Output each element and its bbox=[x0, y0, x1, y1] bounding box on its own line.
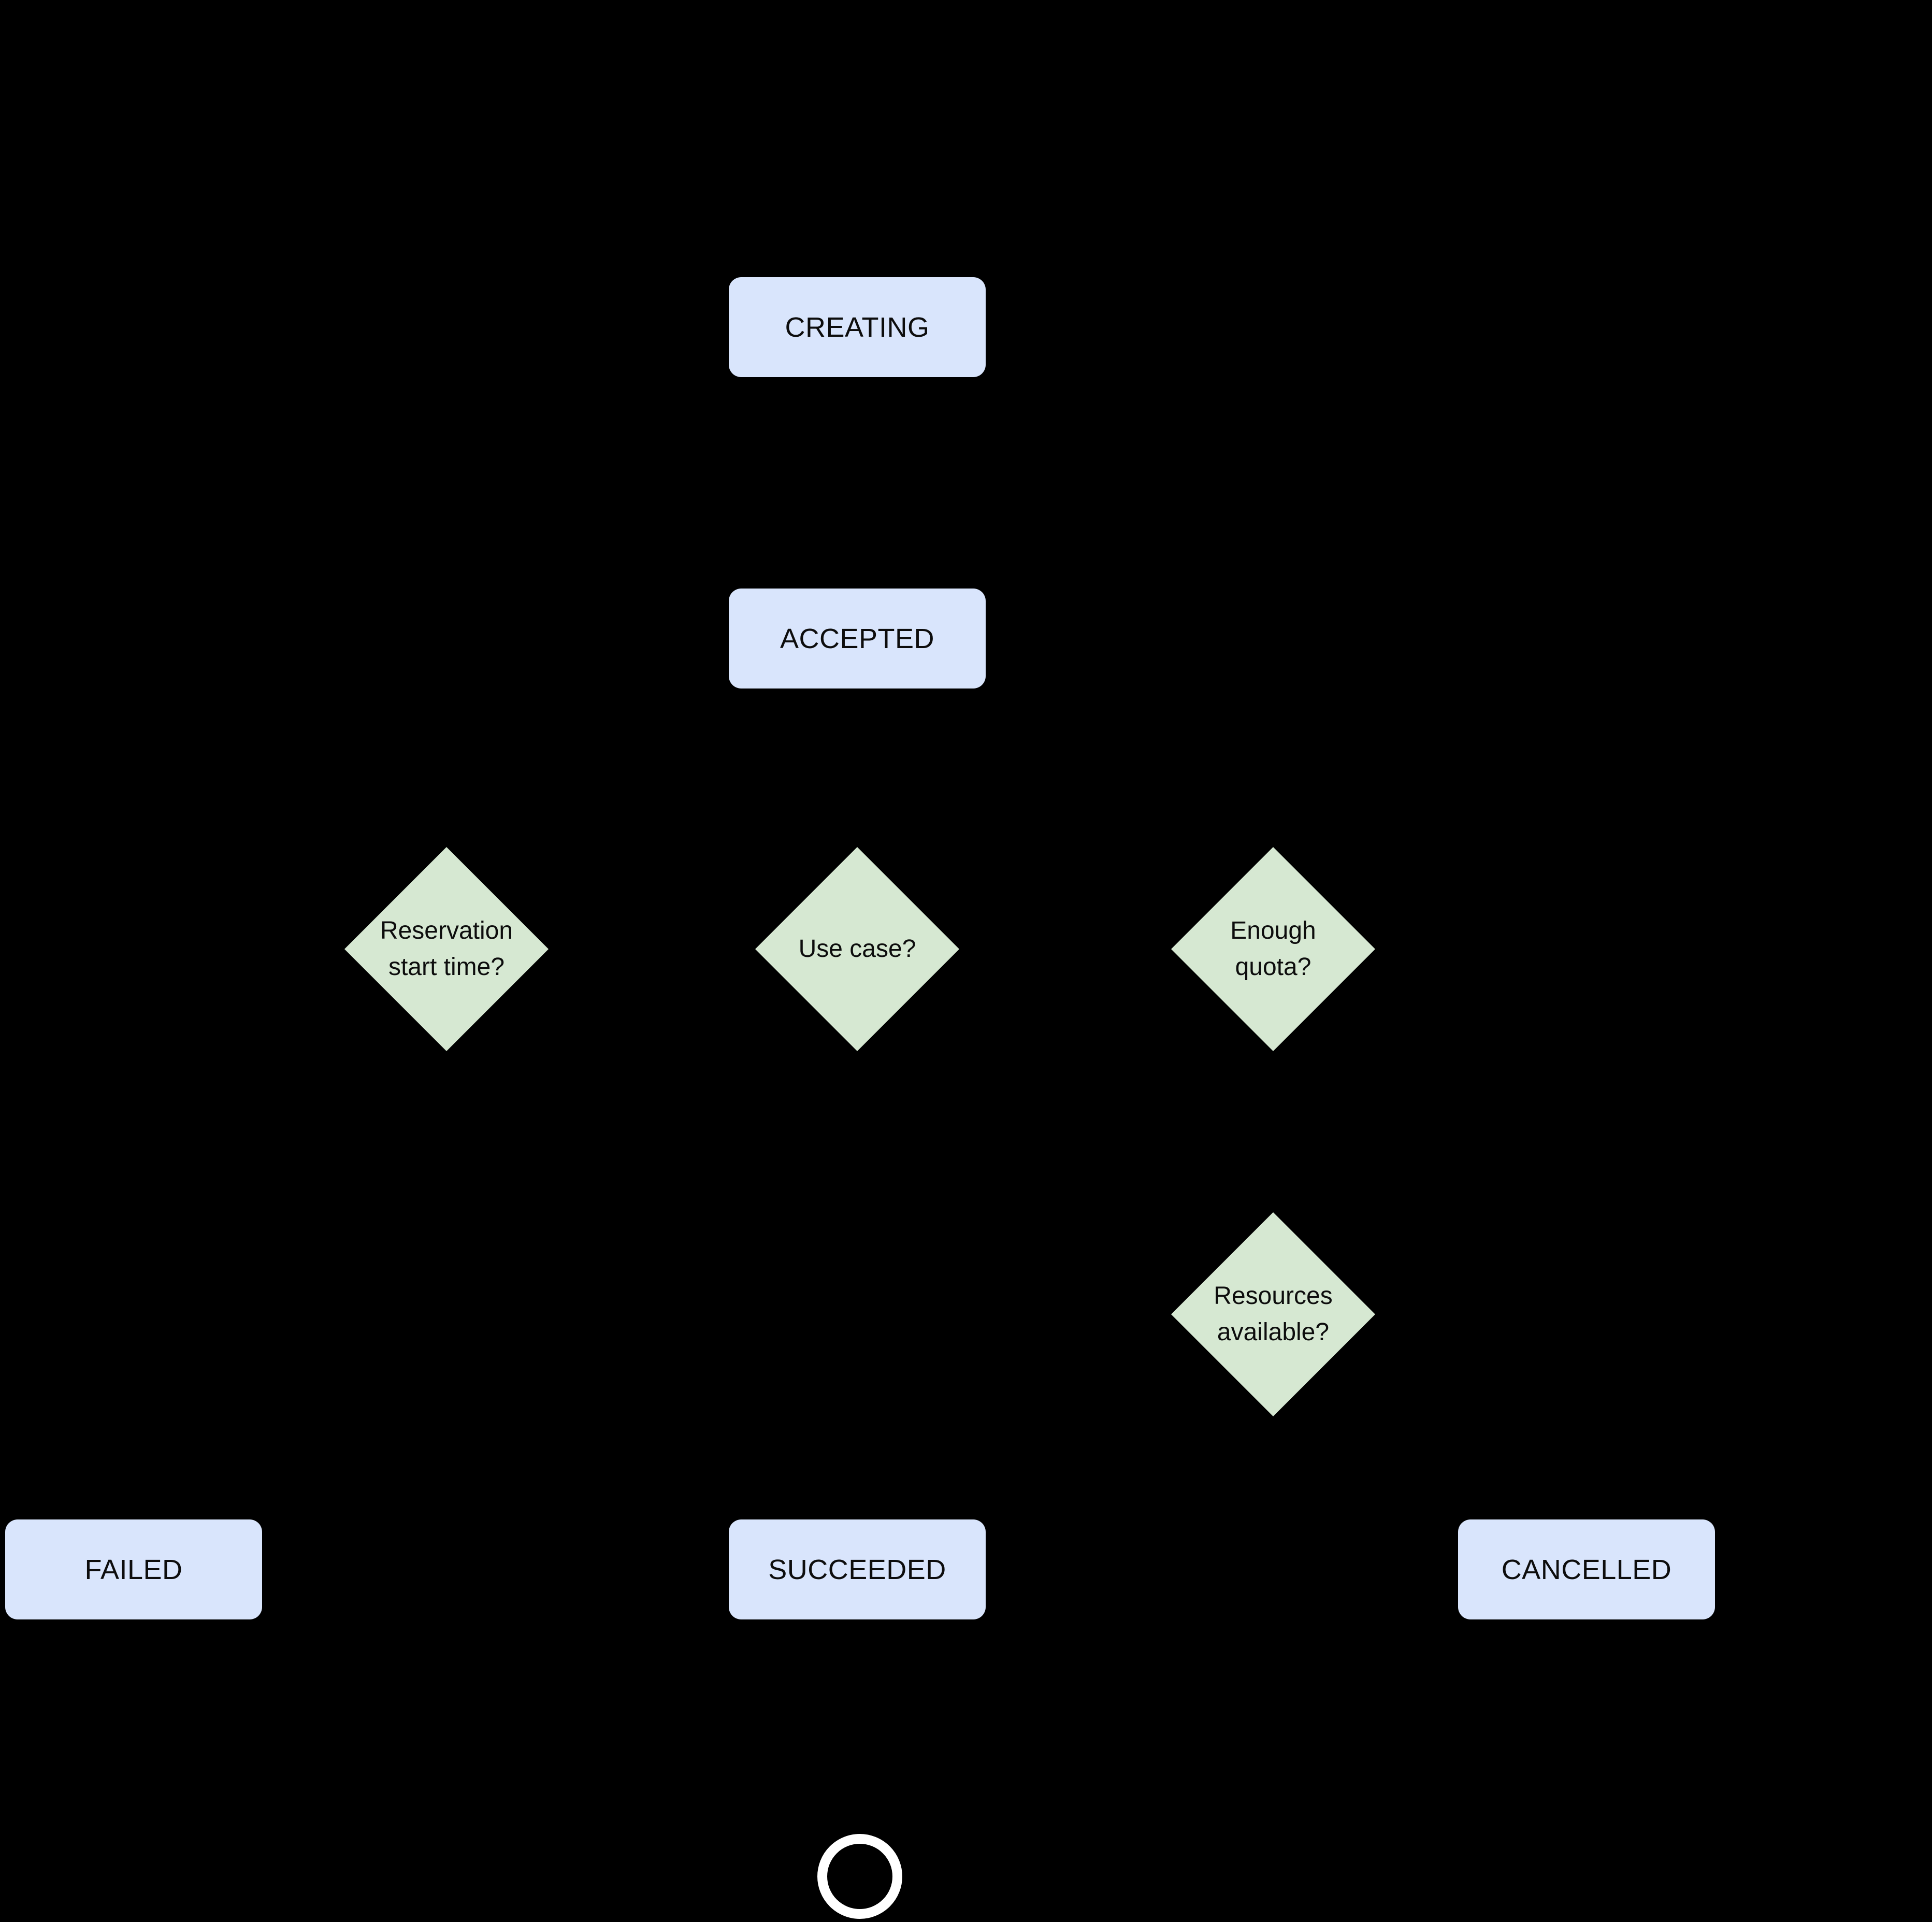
decision-label-line2: available? bbox=[1217, 1318, 1330, 1346]
state-node-failed: FAILED bbox=[5, 1519, 262, 1619]
decision-label-line1: Enough bbox=[1230, 917, 1316, 944]
state-label-creating: CREATING bbox=[785, 311, 930, 343]
end-state-icon bbox=[817, 1834, 902, 1919]
decision-label-line1: Reservation bbox=[380, 917, 513, 944]
decision-label-line2: start time? bbox=[388, 953, 505, 981]
state-node-succeeded: SUCCEEDED bbox=[729, 1519, 986, 1619]
decision-node-enough-quota: Enough quota? bbox=[1171, 847, 1375, 1051]
state-node-cancelled: CANCELLED bbox=[1458, 1519, 1715, 1619]
decision-label-line1: Resources bbox=[1214, 1282, 1333, 1310]
state-node-creating: CREATING bbox=[729, 277, 986, 377]
state-label-cancelled: CANCELLED bbox=[1501, 1554, 1672, 1585]
state-label-accepted: ACCEPTED bbox=[780, 623, 935, 654]
decision-node-reservation-start-time: Reservation start time? bbox=[344, 847, 549, 1051]
decision-node-resources-available: Resources available? bbox=[1171, 1212, 1375, 1416]
state-node-accepted: ACCEPTED bbox=[729, 589, 986, 689]
decision-label-line2: quota? bbox=[1235, 953, 1311, 981]
state-label-failed: FAILED bbox=[84, 1554, 183, 1585]
decision-node-use-case: Use case? bbox=[755, 847, 959, 1051]
state-label-succeeded: SUCCEEDED bbox=[768, 1554, 946, 1585]
decision-label-line1: Use case? bbox=[798, 935, 916, 963]
